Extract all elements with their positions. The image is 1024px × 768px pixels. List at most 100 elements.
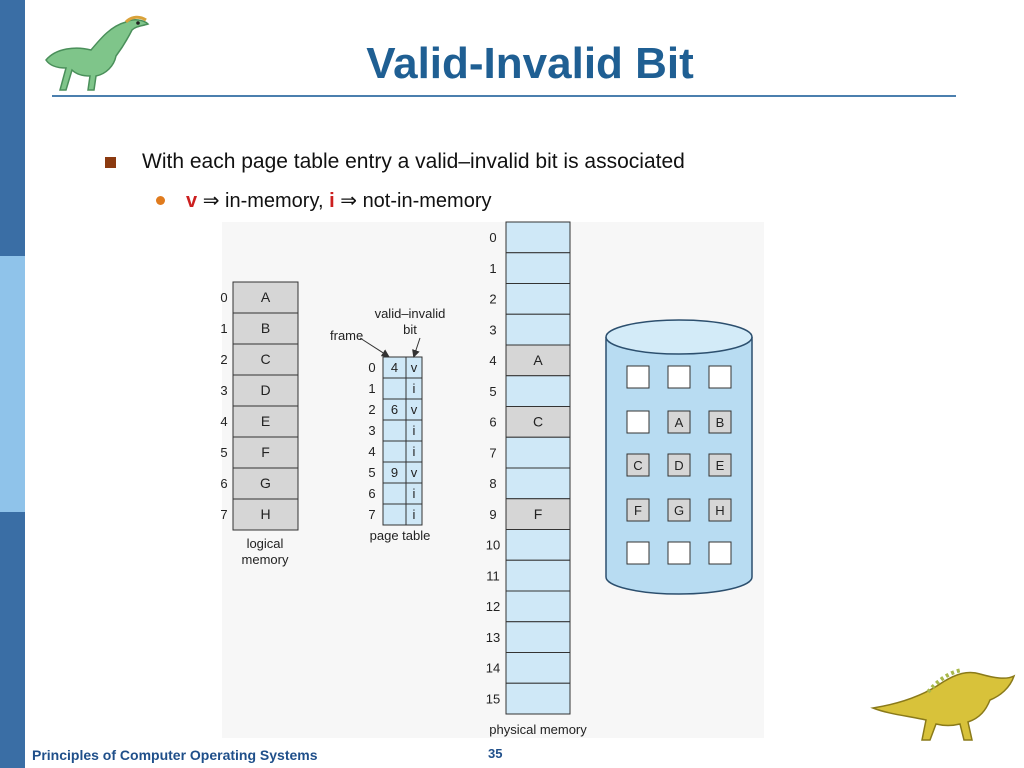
disk-block: [626, 410, 650, 434]
frame-label: frame: [330, 328, 363, 343]
disk-block: [708, 541, 732, 565]
invalid-meaning: not-in-memory: [362, 190, 492, 212]
page-table-index: 3: [368, 423, 375, 438]
logical-page-index: 2: [220, 352, 227, 367]
physical-frame-cell: [505, 682, 571, 715]
valid-meaning: in-memory,: [225, 190, 324, 212]
disk-block: [667, 410, 691, 434]
physical-frame-cell: [505, 559, 571, 592]
physical-frame-label: A: [533, 352, 543, 368]
disk-block-label: E: [716, 458, 725, 473]
logical-page-label: B: [261, 320, 270, 336]
dinosaur-logo-icon: [45, 15, 150, 91]
disk-block: [626, 453, 650, 477]
disk-block: [667, 541, 691, 565]
page-table-bit-value: v: [411, 465, 418, 480]
page-table-bit-value: v: [411, 360, 418, 375]
page-table-index: 4: [368, 444, 375, 459]
physical-frame-index: 1: [489, 261, 496, 276]
disk-block-label: H: [715, 503, 724, 518]
physical-frame-cell: [505, 529, 571, 561]
slide-page-number: 35: [488, 746, 503, 761]
logical-page-label: G: [260, 475, 271, 491]
logical-page-cell: [232, 374, 299, 407]
disk-block-label: B: [716, 415, 725, 430]
physical-frame-index: 12: [486, 599, 500, 614]
bit-arrow: [412, 337, 421, 358]
page-table-bit-value: i: [413, 486, 416, 501]
disk-block: [708, 453, 732, 477]
physical-frame-index: 15: [486, 691, 500, 706]
page-table-label: page table: [370, 528, 431, 543]
page-table-frame-number: 6: [391, 402, 398, 417]
physical-frame-cell: [505, 467, 571, 500]
page-table-frame-cell: [382, 503, 407, 526]
logical-page-index: 7: [220, 507, 227, 522]
slide-title: Valid-Invalid Bit: [366, 39, 694, 88]
page-table-frame-cell: [382, 440, 407, 463]
left-accent-highlight: [0, 256, 25, 512]
disk-block: [626, 365, 650, 389]
valid-invalid-label-line1: valid–invalid: [375, 306, 446, 321]
logical-page-cell: [232, 405, 299, 438]
page-table-frame-cell: [382, 482, 407, 505]
physical-frame-index: 14: [486, 661, 500, 676]
valid-invalid-label-line2: bit: [403, 322, 417, 337]
page-table-bit-value: v: [411, 402, 418, 417]
physical-frame-label: F: [534, 506, 543, 522]
physical-frame-index: 9: [489, 507, 496, 522]
disk-block: [708, 410, 732, 434]
page-table-index: 5: [368, 465, 375, 480]
logical-page-label: C: [260, 351, 270, 367]
disk-block-label: F: [634, 503, 642, 518]
implies-arrow-icon: ⇒: [340, 190, 357, 212]
physical-frame-cell: [505, 590, 571, 623]
physical-frame-index: 11: [486, 568, 500, 583]
disk-block: [626, 498, 650, 522]
disk-block-label: G: [674, 503, 684, 518]
valid-symbol: v: [186, 190, 198, 212]
logical-page-index: 3: [220, 383, 227, 398]
physical-frame-cell: [505, 498, 571, 530]
physical-frame-cell: [505, 313, 571, 346]
physical-frame-cell: [505, 221, 571, 254]
disk-block: [708, 365, 732, 389]
dinosaur-logo-icon: [870, 668, 1016, 741]
physical-frame-cell: [505, 344, 571, 377]
footer-course-title: Principles of Computer Operating Systems: [32, 747, 318, 763]
physical-frame-index: 2: [489, 292, 496, 307]
physical-frame-cell: [505, 621, 571, 653]
invalid-symbol: i: [329, 190, 335, 212]
physical-frame-index: 8: [489, 476, 496, 491]
physical-frame-cell: [505, 283, 571, 315]
disk-block: [626, 541, 650, 565]
page-table-bit-cell: [405, 503, 423, 526]
square-bullet-icon: [105, 157, 116, 168]
logical-page-index: 5: [220, 445, 227, 460]
page-table-index: 1: [368, 381, 375, 396]
physical-frame-label: C: [533, 414, 543, 430]
bullet-text-secondary: v ⇒ in-memory, i ⇒ not-in-memory: [186, 188, 491, 213]
physical-frame-cell: [505, 375, 571, 407]
logical-memory-label-line1: logical: [247, 536, 284, 551]
page-table-bit-value: i: [413, 444, 416, 459]
physical-frame-index: 5: [489, 384, 496, 399]
physical-frame-cell: [505, 652, 571, 684]
frame-arrow: [359, 337, 390, 358]
physical-memory-label: physical memory: [489, 722, 587, 737]
disk-block: [708, 498, 732, 522]
logical-page-label: F: [261, 444, 270, 460]
disk-block-label: A: [675, 415, 684, 430]
physical-frame-index: 0: [489, 230, 496, 245]
physical-frame-cell: [505, 406, 571, 438]
page-table-index: 6: [368, 486, 375, 501]
page-table-bit-value: i: [413, 423, 416, 438]
logical-page-index: 0: [220, 290, 227, 305]
logical-memory-label-line2: memory: [242, 552, 289, 567]
disk-block: [667, 498, 691, 522]
